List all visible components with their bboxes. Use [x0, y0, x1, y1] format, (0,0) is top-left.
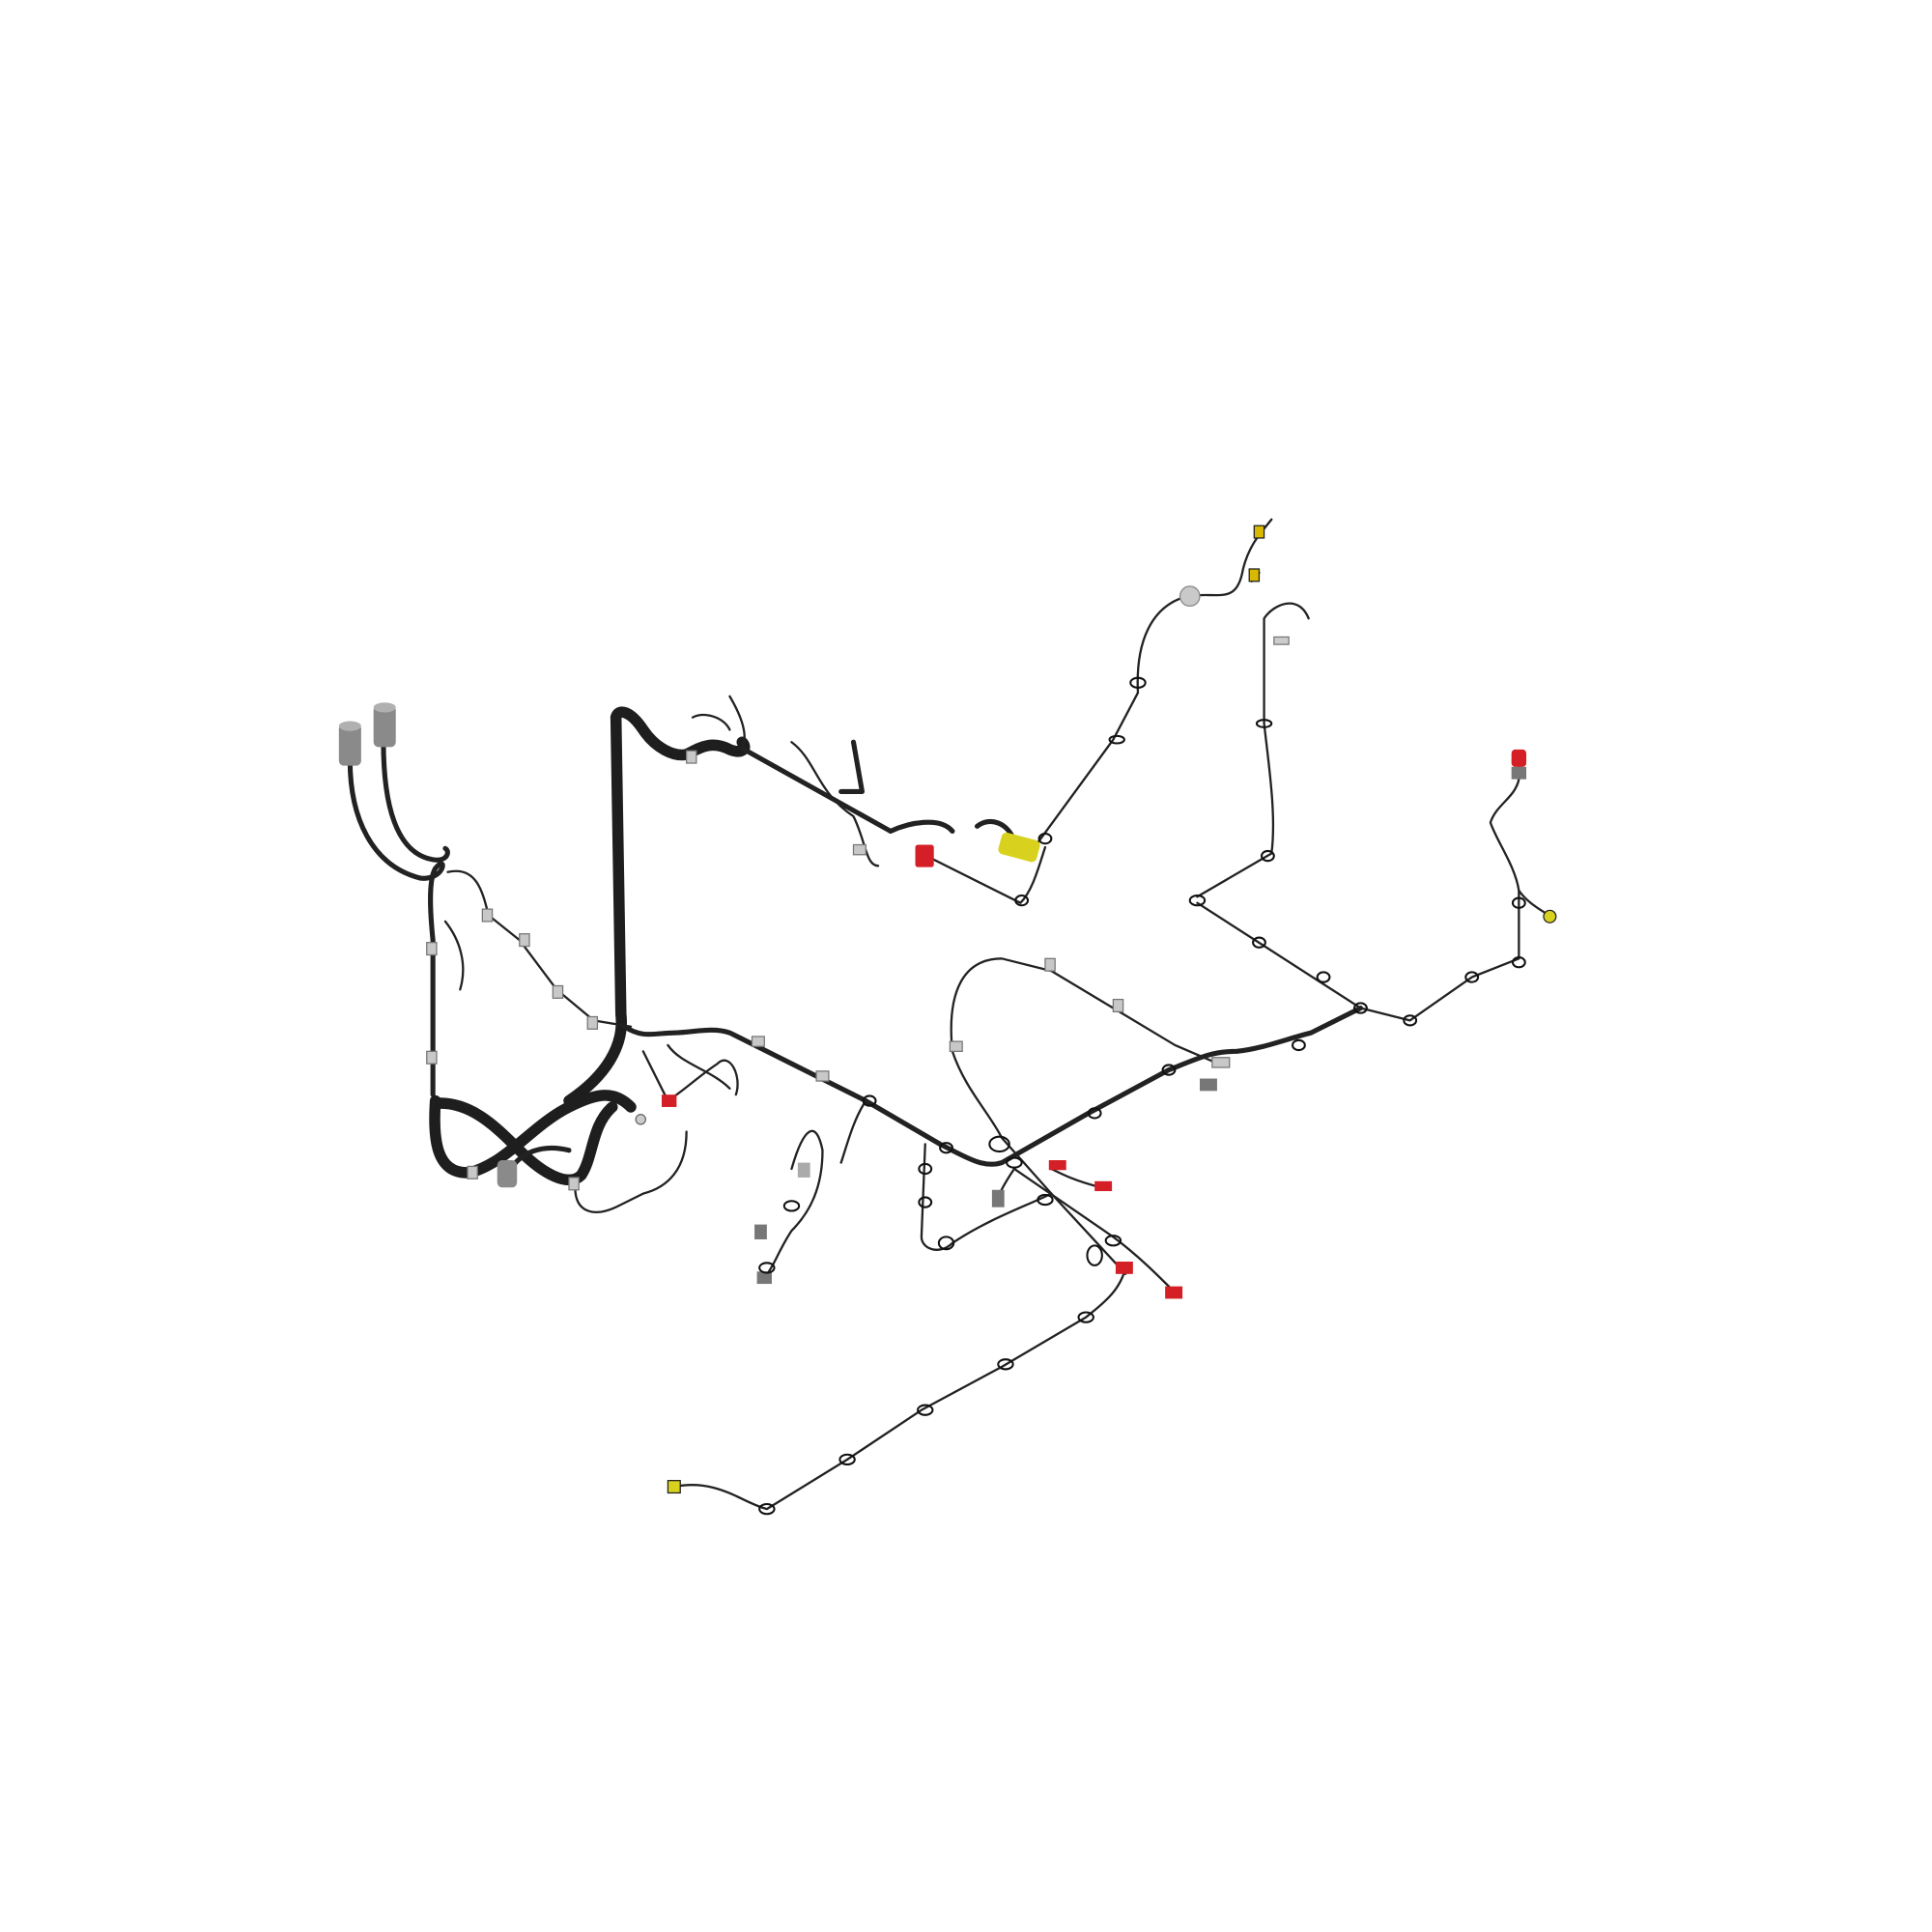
main-trunk-down: [563, 711, 627, 1107]
connector-leads: [995, 1167, 1102, 1208]
lower-loop: [429, 1090, 637, 1186]
upper-small-wire: [691, 713, 731, 731]
ring-terminal: [635, 1114, 647, 1125]
mounting-brackets: [426, 750, 1231, 1191]
red-connector: [1048, 1160, 1183, 1299]
upper-drop-wire: [838, 739, 866, 795]
gray-connector: [1199, 1078, 1217, 1092]
red-connector: [1511, 749, 1527, 780]
upper-small-wire: [790, 741, 880, 867]
upper-small-wire: [728, 695, 746, 750]
yellow-connector: [1543, 909, 1557, 923]
small-yellow-connector: [1248, 568, 1261, 582]
lower-right-wire: [1012, 1167, 1177, 1294]
red-connector: [662, 1094, 677, 1107]
loop-wire: [950, 957, 1220, 1065]
gray-connector: [756, 1271, 772, 1285]
left-short-wire: [443, 920, 465, 991]
ground-wire: [574, 1130, 688, 1213]
top-right-branch: [1037, 518, 1273, 842]
left-branch-wire: [446, 869, 633, 1028]
short-lead: [1518, 889, 1550, 917]
gray-grommet: [1179, 585, 1201, 608]
small-yellow-connector: [1253, 525, 1265, 539]
red-connector: [915, 844, 934, 867]
right-diagonal-branch: [1196, 755, 1520, 1022]
small-gray-connector: [1273, 636, 1290, 645]
lower-loop-wire: [920, 1143, 1053, 1251]
round-plug-connector: [373, 702, 396, 748]
middle-main-run: [622, 1005, 1364, 1167]
round-plug-connector: [338, 721, 361, 766]
upper-thick-loops: [888, 819, 1017, 844]
middle-lower-wires: [765, 1099, 867, 1275]
yellow-connector: [667, 1480, 681, 1494]
left-plug-cables: [347, 739, 450, 1097]
bottom-long-run: [672, 1266, 1127, 1511]
gray-connector: [754, 1224, 767, 1239]
yellow-module-wire: [920, 845, 1047, 904]
gray-connector: [991, 1189, 1005, 1208]
yellow-module: [998, 832, 1040, 863]
right-vertical-branch: [1196, 602, 1310, 898]
cable-ties: [758, 676, 1526, 1516]
main-trunk-vertical: [610, 706, 751, 761]
upper-branch-wire: [739, 746, 894, 834]
gray-connector: [797, 1162, 810, 1178]
round-plug-connector: [497, 1160, 518, 1188]
middle-cluster-wires: [641, 1043, 739, 1102]
